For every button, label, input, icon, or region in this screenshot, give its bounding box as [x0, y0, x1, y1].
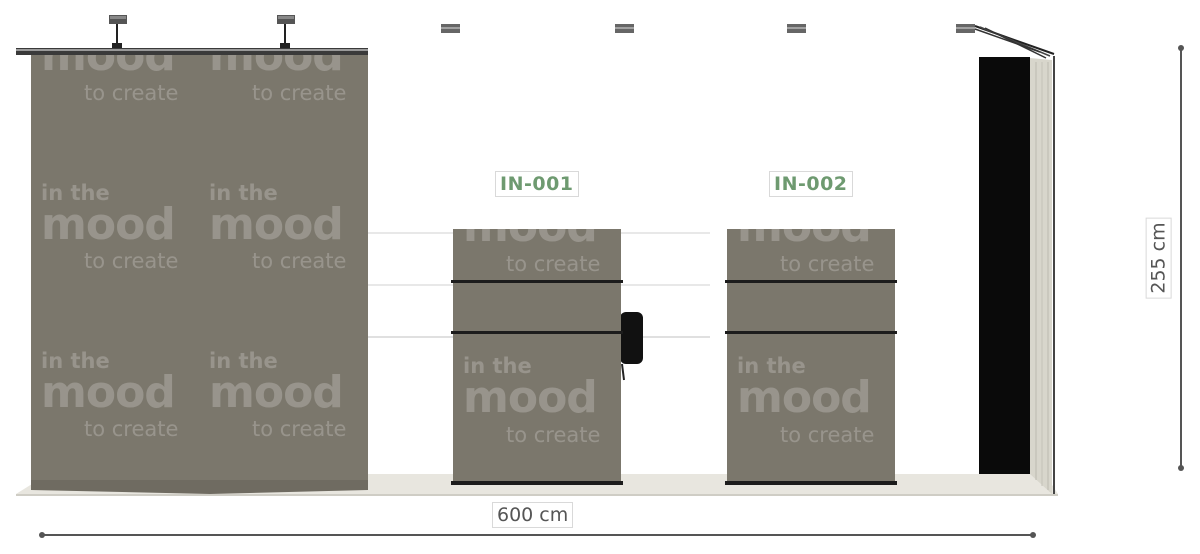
spotlight-left-1 — [109, 15, 127, 50]
brand-tagline-text: to create — [506, 423, 601, 447]
back-wall-panel — [31, 55, 368, 480]
brand-mood-text: mood — [209, 55, 344, 81]
height-dimension-label: 255 cm — [1145, 217, 1172, 299]
brand-mood-text: mood — [41, 199, 176, 250]
brand-tagline-text: to create — [84, 249, 179, 273]
brand-mood-text: mood — [463, 229, 598, 249]
brand-in-the-text: in the — [737, 354, 806, 378]
side-wall — [979, 56, 1055, 494]
brand-mood-text: mood — [41, 55, 176, 81]
counter-in-002-graphics: mood to create in the mood to create — [727, 229, 895, 481]
brand-in-the-text: in the — [41, 349, 110, 373]
top-beam-highlight — [16, 49, 368, 51]
brand-in-the-text: in the — [209, 349, 278, 373]
width-dimension-line — [39, 532, 1036, 538]
brand-in-the-text: in the — [41, 181, 110, 205]
back-wall-graphics: mood to create mood to create in the moo… — [31, 55, 368, 480]
brand-mood-text: mood — [737, 229, 872, 249]
counter-in-002 — [725, 229, 897, 485]
back-wall-hem — [31, 480, 368, 494]
brand-tagline-text: to create — [780, 423, 875, 447]
spotlight-right — [956, 24, 1055, 59]
brand-in-the-text: in the — [463, 354, 532, 378]
counter-label-in-002: IN-002 — [769, 171, 853, 197]
top-beam — [16, 48, 368, 55]
brand-tagline-text: to create — [84, 81, 179, 105]
brand-mood-text: mood — [209, 199, 344, 250]
width-dimension-label: 600 cm — [492, 502, 574, 528]
chair — [620, 312, 643, 381]
spotlight-mid-1 — [441, 24, 460, 33]
height-dimension-line — [1178, 45, 1184, 471]
brand-mood-text: mood — [209, 367, 344, 418]
brand-in-the-text: in the — [209, 181, 278, 205]
brand-tagline-text: to create — [252, 417, 347, 441]
brand-mood-text: mood — [41, 367, 176, 418]
counter-in-001-graphics: mood to create in the mood to create — [453, 229, 621, 481]
counter-in-001 — [451, 229, 623, 485]
counter-label-in-001: IN-001 — [495, 171, 579, 197]
spotlight-left-2 — [277, 15, 295, 50]
brand-tagline-text: to create — [506, 252, 601, 276]
spotlight-mid-3 — [787, 24, 806, 33]
brand-mood-text: mood — [463, 372, 598, 423]
brand-tagline-text: to create — [252, 249, 347, 273]
brand-tagline-text: to create — [252, 81, 347, 105]
spotlight-mid-2 — [615, 24, 634, 33]
brand-mood-text: mood — [737, 372, 872, 423]
floor-edge — [16, 494, 1058, 496]
brand-tagline-text: to create — [780, 252, 875, 276]
brand-tagline-text: to create — [84, 417, 179, 441]
